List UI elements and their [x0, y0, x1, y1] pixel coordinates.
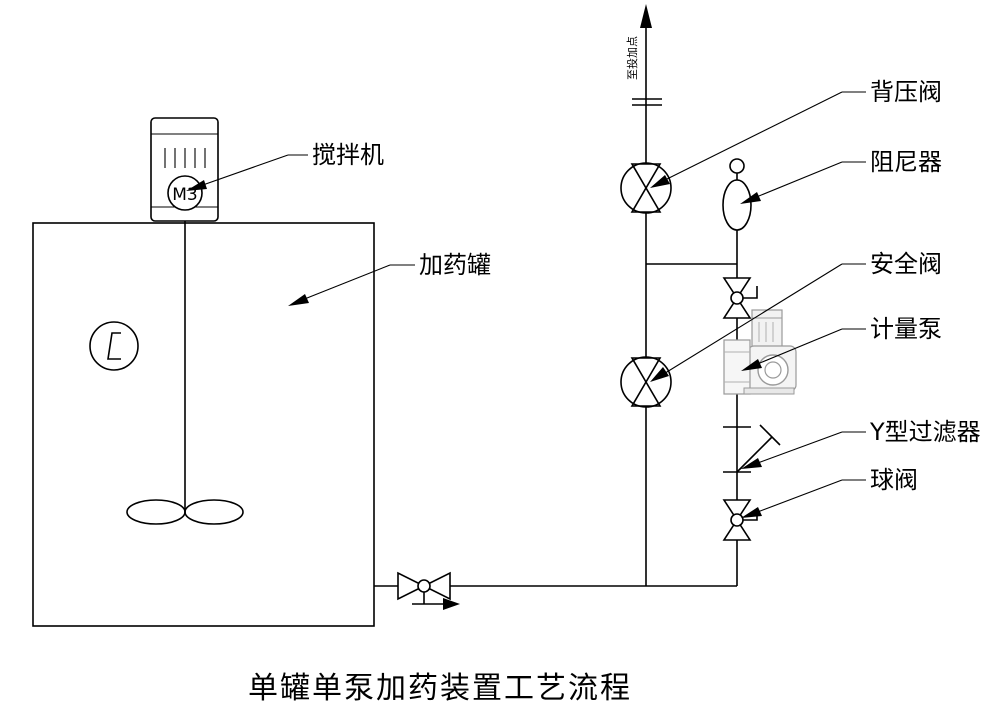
pump-discharge-valve [722, 277, 758, 319]
label-ball-valve: 球阀 [870, 466, 918, 494]
mixer-motor: M3 [150, 117, 219, 222]
dosing-tank [32, 222, 375, 627]
label-back-pressure-valve: 背压阀 [870, 78, 942, 106]
diagram-title: 单罐单泵加药装置工艺流程 [248, 671, 632, 706]
piping [374, 4, 738, 587]
safety-valve [620, 356, 672, 408]
ball-valve [722, 499, 758, 541]
label-metering-pump: 计量泵 [870, 315, 942, 343]
label-y-strainer: Y型过滤器 [869, 418, 981, 446]
leader-lines [186, 91, 866, 518]
metering-pump [723, 309, 797, 395]
label-tank: 加药罐 [419, 251, 491, 279]
label-damper: 阻尼器 [870, 148, 942, 176]
outlet-note: 至投加点 [625, 36, 639, 80]
tank-outlet-valve [397, 571, 460, 610]
y-strainer [723, 424, 781, 473]
damper [722, 158, 752, 231]
back-pressure-valve [620, 162, 672, 214]
mixer-shaft [126, 221, 244, 525]
label-mixer: 搅拌机 [312, 141, 384, 169]
label-safety-valve: 安全阀 [870, 250, 942, 278]
motor-symbol [167, 175, 203, 211]
